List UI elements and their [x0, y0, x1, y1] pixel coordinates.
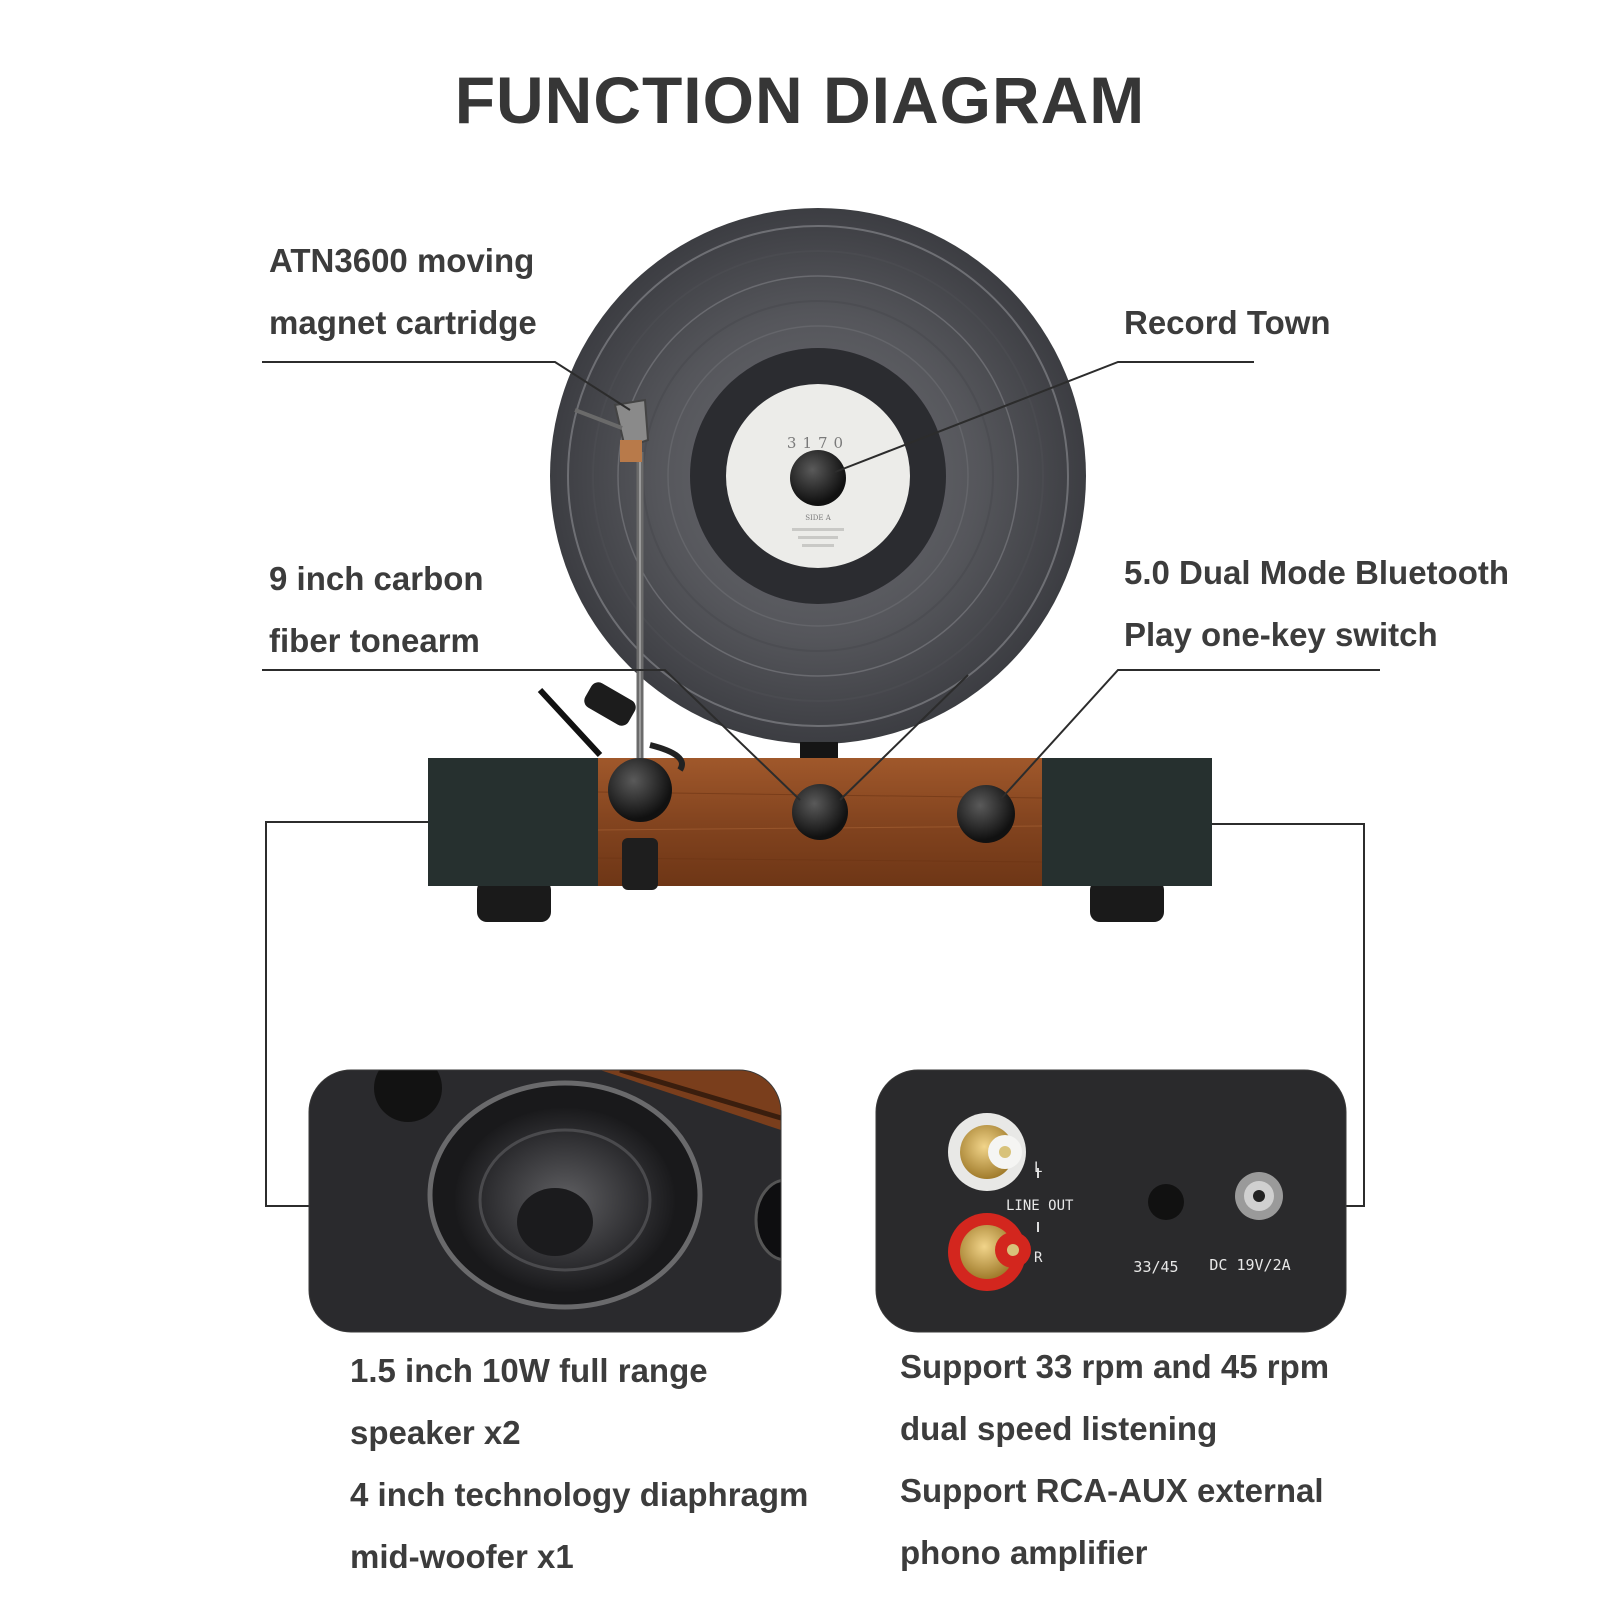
record-label-title: 3170: [787, 434, 849, 452]
speaker-grille-right: [1042, 758, 1212, 886]
callout-cartridge: ATN3600 moving magnet cartridge: [269, 230, 537, 354]
foot-left: [477, 880, 551, 922]
callout-cartridge-line-2: magnet cartridge: [269, 304, 537, 341]
speed-switch: [1148, 1184, 1184, 1220]
vinyl-record: 3170 SIDE A: [550, 208, 1086, 744]
callout-tonearm: 9 inch carbon fiber tonearm: [269, 548, 484, 672]
leader-record: [834, 361, 1254, 473]
rca-right-jack: [948, 1213, 1031, 1291]
turntable: 3170 SIDE A: [428, 208, 1212, 922]
leader-bluetooth: [999, 669, 1380, 801]
leader-backpanel: [1212, 823, 1365, 1207]
callout-bluetooth-line-1: 5.0 Dual Mode Bluetooth: [1124, 554, 1510, 591]
callout-record-line-1: Record Town: [1124, 304, 1331, 341]
callout-record: Record Town: [1124, 292, 1331, 354]
foot-right: [1090, 880, 1164, 922]
callout-tonearm-line-2: fiber tonearm: [269, 622, 480, 659]
leader-tonearm: [262, 669, 801, 801]
leader-lines: [262, 361, 1380, 1207]
callout-speaker-line-4: mid-woofer x1: [350, 1538, 574, 1575]
dc-label: DC 19V/2A: [1209, 1256, 1290, 1274]
callout-speed-line-1: Support 33 rpm and 45 rpm: [900, 1348, 1330, 1385]
callout-speed: Support 33 rpm and 45 rpm dual speed lis…: [900, 1336, 1329, 1584]
channel-l-label: L: [1034, 1160, 1042, 1176]
record-spindle-knob: [790, 450, 846, 506]
channel-r-label: R: [1034, 1250, 1043, 1266]
speaker-grille-left: [428, 758, 598, 886]
callout-bluetooth: 5.0 Dual Mode Bluetooth Play one-key swi…: [1124, 542, 1509, 666]
callout-speed-line-4: phono amplifier: [900, 1534, 1148, 1571]
callout-tonearm-line-1: 9 inch carbon: [269, 560, 484, 597]
center-knob: [792, 784, 848, 840]
speaker-photo: [309, 1070, 781, 1332]
leader-speaker: [265, 821, 428, 1207]
cartridge: [574, 398, 650, 462]
dc-power-jack: [1235, 1172, 1283, 1220]
callout-speaker-line-3: 4 inch technology diaphragm: [350, 1476, 809, 1513]
callout-speaker: 1.5 inch 10W full range speaker x2 4 inc…: [350, 1340, 808, 1588]
callout-speed-line-2: dual speed listening: [900, 1410, 1218, 1447]
callout-speaker-line-2: speaker x2: [350, 1414, 521, 1451]
woofer-dustcap: [517, 1188, 593, 1256]
callout-speaker-line-1: 1.5 inch 10W full range: [350, 1352, 708, 1389]
leader-center-knob: [839, 674, 969, 801]
tonearm: [537, 398, 685, 890]
page-title: FUNCTION DIAGRAM: [454, 63, 1146, 137]
callout-bluetooth-line-2: Play one-key switch: [1124, 616, 1438, 653]
record-label-side: SIDE A: [805, 514, 832, 522]
back-panel-photo: LINE OUT L R 33/45 DC 19V/2A: [876, 1070, 1346, 1332]
callout-speed-line-3: Support RCA-AUX external: [900, 1472, 1324, 1509]
speed-switch-label: 33/45: [1133, 1258, 1178, 1276]
callout-cartridge-line-1: ATN3600 moving: [269, 242, 535, 279]
rca-left-jack: [948, 1113, 1026, 1191]
line-out-label: LINE OUT: [1006, 1198, 1074, 1214]
leader-cartridge: [262, 361, 631, 411]
